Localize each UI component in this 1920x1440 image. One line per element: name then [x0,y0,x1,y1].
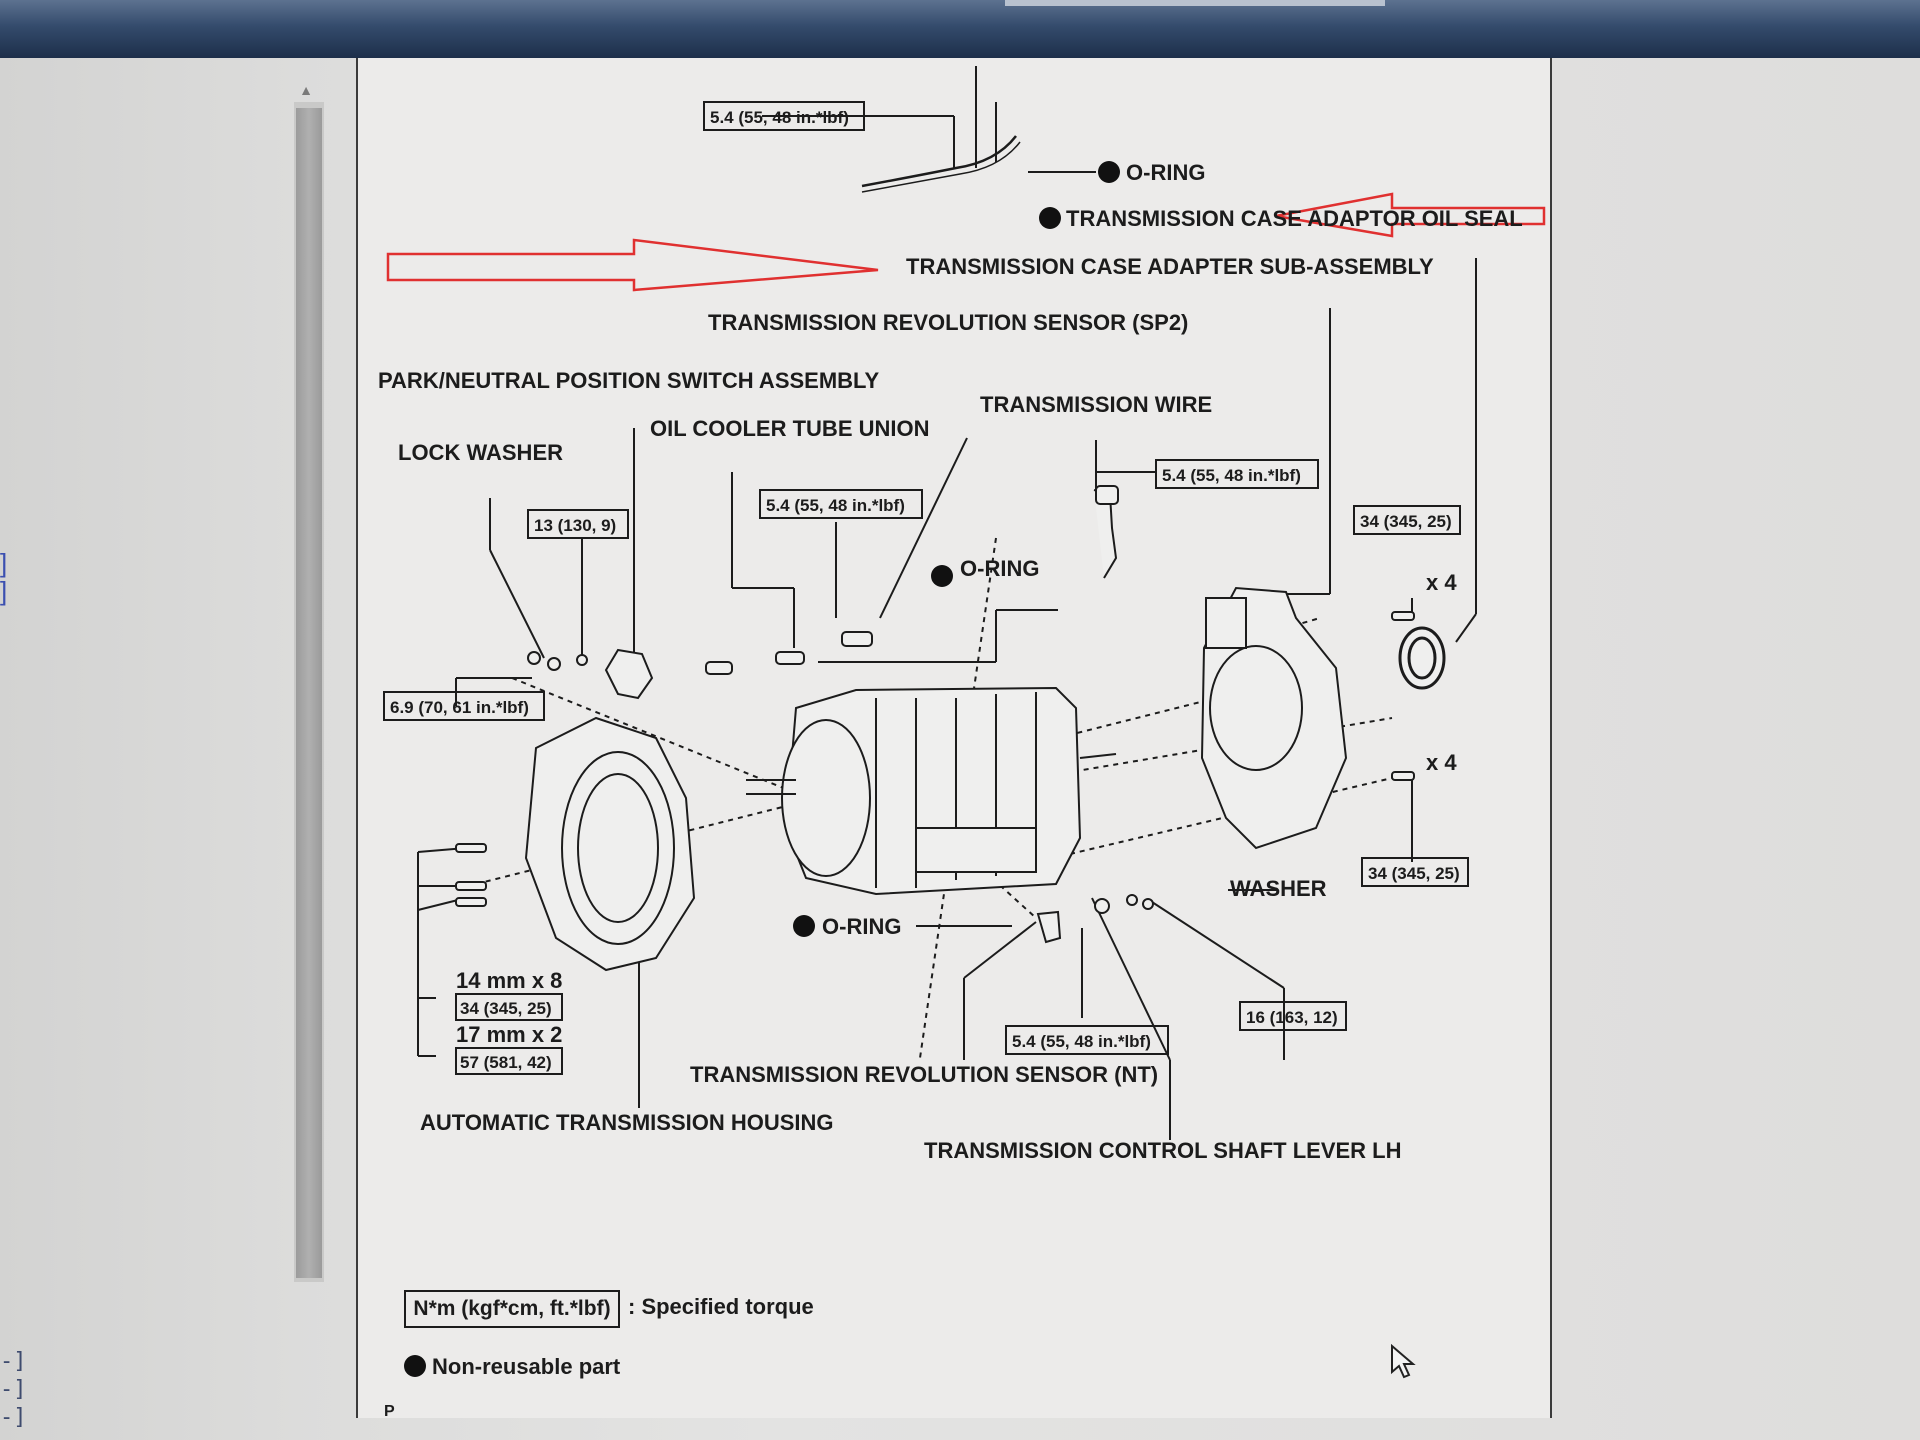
bell-housing [524,716,696,972]
torque-adapter-upper: 34 (345, 25) [1360,512,1452,531]
tree-expander[interactable]: ] [0,576,8,606]
torque-cooler: 5.4 (55, 48 in.*lbf) [766,496,905,515]
nonreusable-markers [793,161,1120,937]
label-bolt-17mm: 17 mm x 2 [456,1022,562,1047]
transmission-case [746,686,1117,896]
label-x4-lower: x 4 [1426,750,1457,775]
torque-top: 5.4 (55, 48 in.*lbf) [710,108,849,127]
torque-adapter-lower: 34 (345, 25) [1368,864,1460,883]
legend-nonreusable-text: Non-reusable part [432,1354,621,1379]
label-transmission-wire: TRANSMISSION WIRE [980,392,1212,417]
label-washer: WASHER [1230,876,1327,901]
torque-wire: 5.4 (55, 48 in.*lbf) [1162,466,1301,485]
scroll-up-arrow-icon[interactable]: ▲ [299,82,313,98]
tree-node[interactable]: -] [0,1405,27,1430]
oil-seal [1398,626,1446,690]
tree-node[interactable]: -] [0,1377,27,1402]
label-oil-seal: TRANSMISSION CASE ADAPTOR OIL SEAL [1066,206,1523,231]
label-o-ring-top: O-RING [1126,160,1205,185]
torque-ps-69: 6.9 (70, 61 in.*lbf) [390,698,529,717]
torque-washer: 16 (163, 12) [1246,1008,1338,1027]
torque-specs: 5.4 (55, 48 in.*lbf) 5.4 (55, 48 in.*lbf… [383,101,1469,1075]
torque-ps-13: 13 (130, 9) [534,516,616,535]
label-o-ring-mid: O-RING [960,556,1039,581]
small-fasteners [455,485,1415,944]
tree-expander[interactable]: ] [0,548,8,578]
label-control-shaft-lever: TRANSMISSION CONTROL SHAFT LEVER LH [924,1138,1402,1163]
navigation-pane: ] ] -] -] -] [0,58,300,1440]
label-sensor-nt: TRANSMISSION REVOLUTION SENSOR (NT) [690,1062,1158,1087]
window-titlebar [0,0,1920,58]
label-park-neutral-switch: PARK/NEUTRAL POSITION SWITCH ASSEMBLY [378,368,879,393]
label-bolt-14mm: 14 mm x 8 [456,968,562,993]
label-x4-upper: x 4 [1426,570,1457,595]
label-oil-cooler-tube-union: OIL COOLER TUBE UNION [650,416,930,441]
scrollbar-thumb[interactable] [296,108,322,1278]
label-housing: AUTOMATIC TRANSMISSION HOUSING [420,1110,834,1135]
legend-torque-text: : Specified torque [628,1294,814,1319]
label-o-ring-low: O-RING [822,914,901,939]
label-adapter-sub-assembly: TRANSMISSION CASE ADAPTER SUB-ASSEMBLY [906,254,1434,279]
legend-nonreusable: Non-reusable part [404,1354,620,1380]
torque-housing-34: 34 (345, 25) [460,999,552,1018]
exploded-parts-diagram: O-RING TRANSMISSION CASE ADAPTOR OIL SEA… [378,66,1546,1418]
case-adapter [1200,586,1348,850]
nonreusable-dot-icon [404,1355,426,1377]
manual-viewer-window: ] ] -] -] -] ▲ [0,58,1920,1440]
annotation-arrow-left [386,238,879,292]
legend-torque-box: N*m (kgf*cm, ft.*lbf) [404,1290,620,1328]
torque-nt: 5.4 (55, 48 in.*lbf) [1012,1032,1151,1051]
mouse-cursor-icon [1391,1344,1416,1379]
torque-housing-57: 57 (581, 42) [460,1053,552,1072]
oil-seal-arrow [1275,192,1546,238]
label-lock-washer: LOCK WASHER [398,440,563,465]
label-sensor-sp2: TRANSMISSION REVOLUTION SENSOR (SP2) [708,310,1188,335]
tree-node[interactable]: -] [0,1349,27,1374]
page-marker: P [384,1403,395,1418]
titlebar-tab[interactable] [1005,0,1385,6]
